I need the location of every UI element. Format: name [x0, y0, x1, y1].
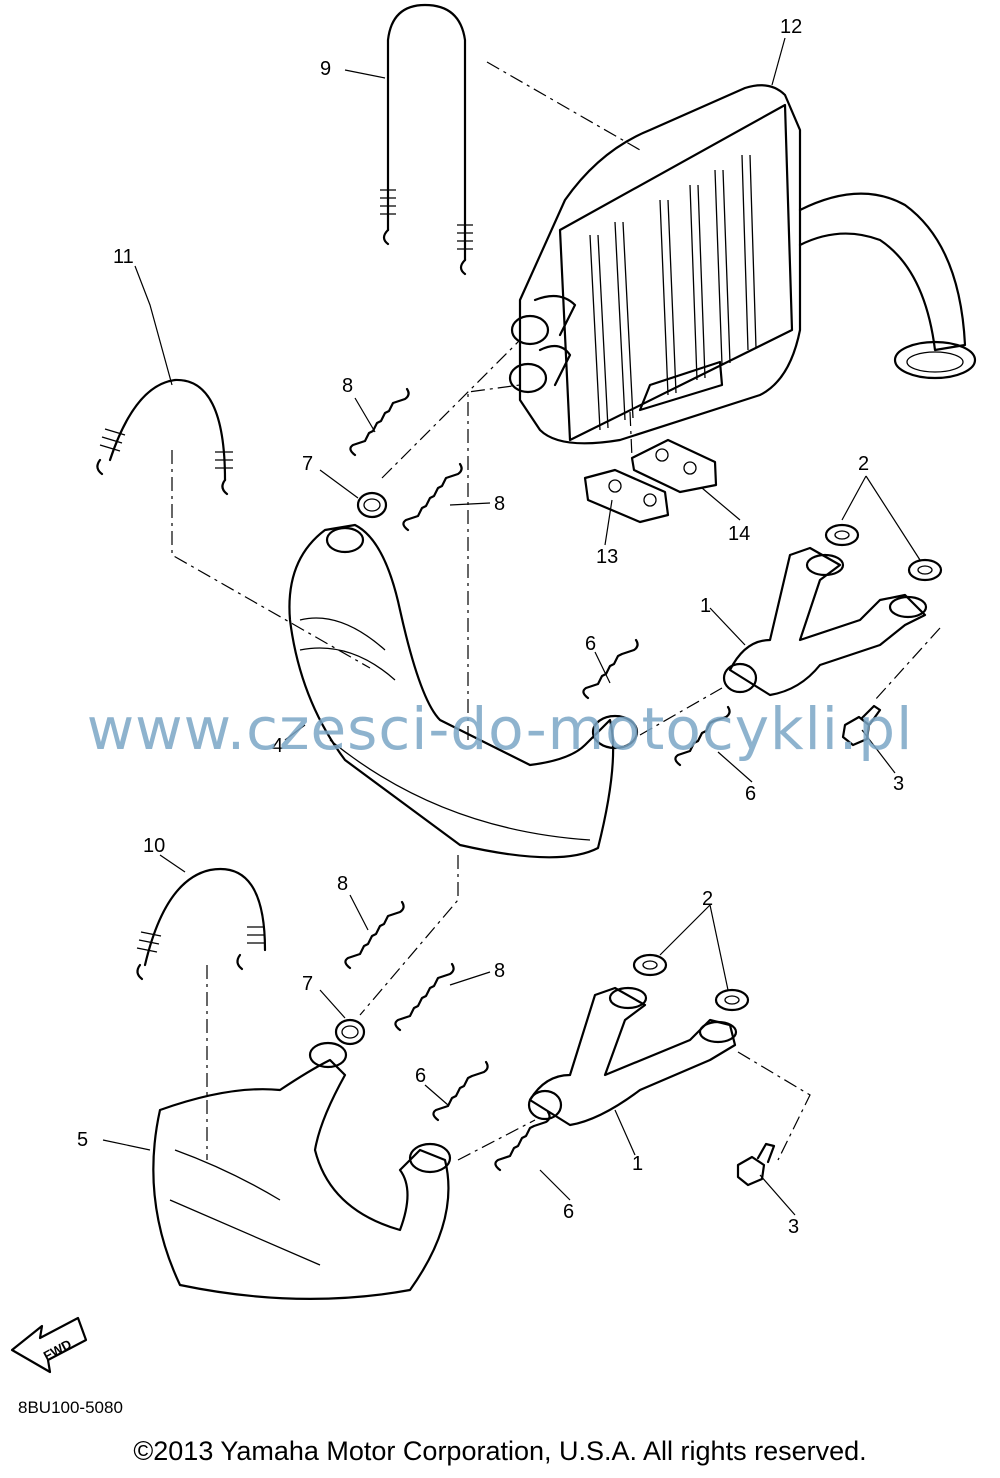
bolt-part-3-lower[interactable]	[736, 1142, 776, 1187]
diagram-code: 8BU100-5080	[18, 1398, 123, 1417]
callout-7: 7	[302, 973, 313, 995]
spring-band-part-9[interactable]	[380, 3, 473, 276]
callout-2: 2	[858, 453, 869, 475]
callout-1: 1	[700, 595, 711, 617]
gasket-part-7-upper[interactable]	[356, 491, 388, 519]
copyright-notice: ©2013 Yamaha Motor Corporation, U.S.A. A…	[133, 1436, 867, 1466]
bracket-part-14[interactable]	[630, 438, 718, 494]
callout-7: 7	[302, 453, 313, 475]
spring-part-8-d[interactable]	[394, 962, 455, 1032]
spring-band-part-10[interactable]	[136, 867, 267, 981]
callout-3: 3	[788, 1216, 799, 1238]
gaskets-part-2-lower[interactable]	[632, 953, 750, 1012]
callout-13: 13	[596, 546, 618, 568]
watermark-url: www.czesci-do-motocykli.pl	[86, 695, 914, 763]
exhaust-joint-lower-part-1[interactable]	[527, 986, 738, 1127]
bracket-part-13[interactable]	[583, 468, 670, 524]
callout-8: 8	[494, 493, 505, 515]
exhaust-joint-upper-part-1[interactable]	[722, 546, 928, 697]
callout-11: 11	[113, 246, 134, 268]
callout-labels: 12 9 11 8 7 8 2 13 14 1 6 4 6 3 10 8 2 7…	[77, 16, 904, 1238]
callout-8: 8	[342, 375, 353, 397]
spring-part-6-a[interactable]	[582, 638, 639, 700]
muffler-part-12[interactable]	[508, 84, 977, 445]
callout-10: 10	[143, 835, 165, 857]
callout-leader-lines	[102, 37, 921, 1216]
callout-14: 14	[728, 523, 750, 545]
callout-2: 2	[702, 888, 713, 910]
spring-part-6-b[interactable]	[674, 705, 731, 767]
callout-6: 6	[563, 1201, 574, 1223]
callout-6: 6	[745, 783, 756, 805]
callout-12: 12	[780, 16, 802, 38]
spring-part-6-c[interactable]	[432, 1060, 489, 1122]
callout-3: 3	[893, 773, 904, 795]
spring-part-6-d[interactable]	[494, 1110, 551, 1172]
fwd-label: FWD	[41, 1336, 74, 1363]
callout-6: 6	[415, 1065, 426, 1087]
callout-4: 4	[272, 735, 283, 757]
bolt-part-3-upper[interactable]	[841, 704, 882, 747]
callout-8: 8	[494, 960, 505, 982]
exhaust-pipe-part-5[interactable]	[152, 1041, 452, 1300]
spring-part-8-c[interactable]	[344, 900, 405, 970]
callout-9: 9	[320, 58, 331, 80]
exhaust-pipe-part-4[interactable]	[288, 523, 639, 859]
assembly-alignment-lines	[171, 61, 941, 1161]
callout-1: 1	[632, 1153, 643, 1175]
callout-8: 8	[337, 873, 348, 895]
gaskets-part-2-upper[interactable]	[824, 523, 943, 582]
callout-5: 5	[77, 1129, 88, 1151]
callout-6: 6	[585, 633, 596, 655]
spring-part-8-a[interactable]	[349, 387, 410, 457]
fwd-arrow-icon: FWD	[10, 1316, 88, 1374]
spring-part-8-b[interactable]	[402, 462, 463, 532]
gasket-part-7-lower[interactable]	[334, 1018, 366, 1046]
spring-band-part-11[interactable]	[96, 378, 233, 496]
